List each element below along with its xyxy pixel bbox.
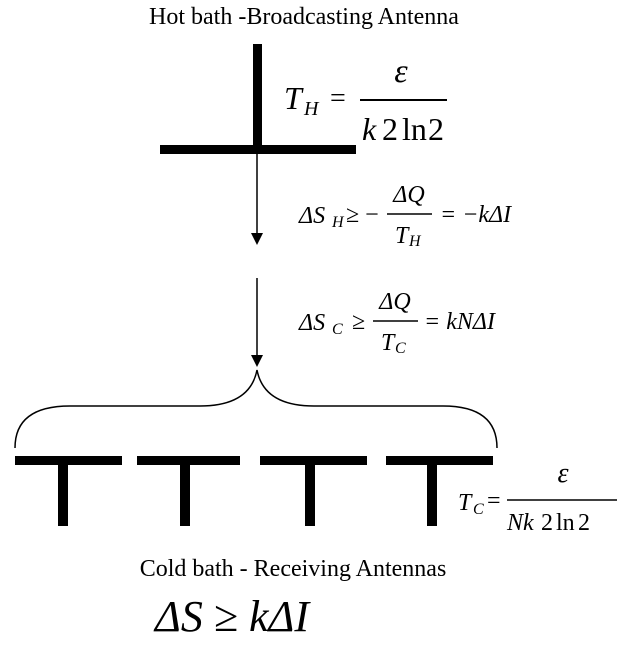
hot-entropy-equation: ΔS H ≥ − ΔQ T H = −kΔI bbox=[298, 182, 512, 250]
eq-tc-den-2b: 2 bbox=[578, 510, 590, 536]
eq-th-lhs-sub: H bbox=[303, 98, 320, 120]
receiving-antenna-icon bbox=[260, 456, 367, 526]
eq-tc-den-2: 2 bbox=[541, 510, 553, 536]
hot-temperature-equation: T H = ε k 2 ln 2 bbox=[284, 53, 447, 147]
eq-tc-den-nk: Nk bbox=[506, 510, 534, 536]
eq-tc-numerator: ε bbox=[557, 458, 568, 489]
eq-tc-lhs-sub: C bbox=[473, 501, 484, 518]
eq-dsh-lhs: ΔS bbox=[298, 203, 325, 229]
eq-dsh-numerator: ΔQ bbox=[392, 182, 424, 208]
eq-dsh-den: T bbox=[395, 223, 410, 249]
down-arrow-icon bbox=[251, 154, 263, 245]
eq-th-den-k: k bbox=[362, 111, 377, 147]
eq-dsc-rhs: = kNΔI bbox=[424, 309, 496, 335]
eq-dsh-den-sub: H bbox=[408, 233, 422, 250]
eq-dsh-rhs: = −kΔI bbox=[440, 202, 512, 228]
eq-dsc-geq: ≥ bbox=[352, 309, 365, 335]
eq-dsc-den: T bbox=[381, 330, 396, 356]
eq-dsc-lhs-sub: C bbox=[332, 321, 343, 338]
eq-dsc-lhs: ΔS bbox=[298, 310, 325, 336]
eq-th-den-2: 2 bbox=[382, 111, 398, 147]
bottom-label: Cold bath - Receiving Antennas bbox=[140, 556, 447, 582]
cold-entropy-equation: ΔS C ≥ ΔQ T C = kNΔI bbox=[298, 289, 496, 357]
receiving-antenna-icon bbox=[137, 456, 240, 526]
eq-dsc-numerator: ΔQ bbox=[378, 289, 410, 315]
eq-th-lhs: T bbox=[284, 80, 304, 116]
eq-th-den-2b: 2 bbox=[428, 111, 444, 147]
eq-dsh-geq: ≥ − bbox=[346, 202, 379, 228]
cold-temperature-equation: T C = ε Nk 2 ln 2 bbox=[458, 458, 617, 536]
receiving-antenna-icon bbox=[386, 456, 493, 526]
top-label: Hot bath -Broadcasting Antenna bbox=[149, 4, 459, 30]
final-inequality: ΔS ≥ kΔI bbox=[153, 592, 311, 641]
broadcasting-antenna-icon bbox=[160, 44, 356, 154]
eq-dsc-den-sub: C bbox=[395, 340, 406, 357]
eq-th-equals: = bbox=[330, 83, 346, 114]
receiving-antenna-icon bbox=[15, 456, 122, 526]
eq-tc-den-ln: ln bbox=[556, 510, 575, 536]
eq-tc-equals: = bbox=[487, 488, 501, 514]
eq-th-den-ln: ln bbox=[402, 111, 427, 147]
down-arrow-icon bbox=[251, 278, 263, 367]
curly-brace-icon bbox=[14, 369, 498, 449]
eq-dsh-lhs-sub: H bbox=[331, 214, 345, 231]
eq-th-numerator: ε bbox=[394, 53, 408, 90]
eq-tc-lhs: T bbox=[458, 490, 473, 516]
